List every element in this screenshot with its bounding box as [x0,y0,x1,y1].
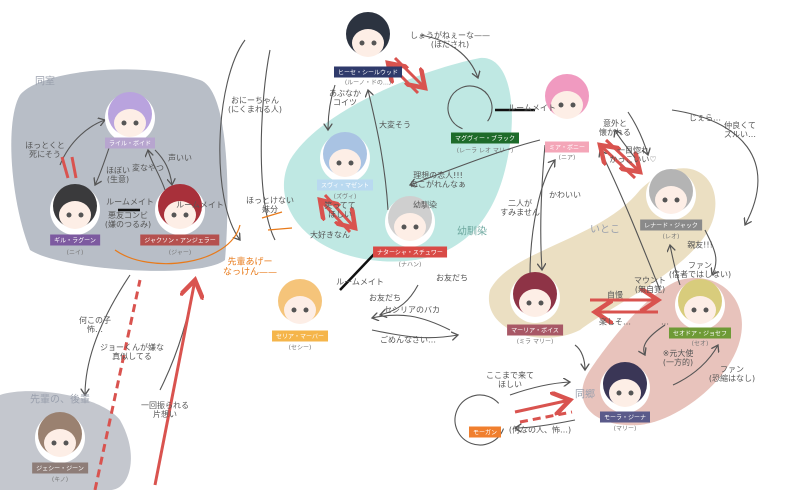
character-name-label: レナード・ジャック [640,219,702,231]
relation-annotation: 先輩あげー なっけん—— [222,257,278,278]
group-label: 同室 [35,76,55,88]
relation-annotation: ※元大使 (一方的) [662,348,694,367]
character-nickname: (ルーノ・ドの…) [344,79,392,87]
relation-annotation: 大好きなん [310,230,350,240]
character-nickname: (ニイ) [66,249,84,257]
character-nickname: (ニア) [558,154,576,162]
relation-annotation: マウント (無自覚) [634,275,666,294]
relation-annotation: ルームメイト [508,103,556,113]
character-portrait-glasses [50,184,100,235]
senpai-orange-lines [114,211,293,265]
relation-annotation: 悪友コンビ (嫌のつるみ) [104,210,152,229]
relation-annotation: 笑ってて ほしい [324,200,356,219]
relation-annotation: お友だち [436,273,468,283]
character-name-label: ヒーセ・シールウッド [333,66,403,78]
character-portrait-yellow [275,279,325,330]
character-name-label: ジェシー・ジーン [32,462,88,474]
relation-annotation: 自慢 [607,290,623,300]
character-portrait-silver [385,196,435,247]
mutual-arrows [60,56,658,490]
character-name-label: ナターシャ・スチュワー [373,246,447,258]
character-name-label: セオドア・ジョセフ [668,327,732,339]
character-nickname: (キノ) [51,476,69,484]
roommate-black-lines [118,108,535,291]
character-nickname: (レオ) [662,233,680,241]
character-nickname: (セシー) [288,344,312,352]
character-portrait-purple [105,92,155,143]
relation-annotation: 声いい [168,153,192,163]
character-portrait-maroon [510,272,560,323]
character-nickname: (ズヴィ) [333,193,357,201]
character-portrait-top [343,12,393,63]
relation-annotation: ルームメイト [336,277,384,287]
character-name-label: ライル・ボイド [104,137,156,149]
relation-annotation: 一回振られる 片想い [141,400,189,419]
relation-annotation: かわいい [549,190,581,200]
relation-annotation: じぇら… [689,113,721,123]
character-nickname: (マリー) [613,425,637,433]
relation-annotation: 幼馴染 [413,200,437,210]
character-nickname: (ミラ マリー) [516,338,554,346]
relation-annotation: しょうがねぇーな—— (ほだされ) [410,30,490,49]
relation-annotation: 親友!!! [687,240,713,250]
relation-annotation: ファン (信者ではしない) [668,260,732,279]
character-portrait-red [155,184,205,235]
relation-annotation: あぶなか コイツ [329,88,361,107]
group-label: 先輩の、後輩 [30,394,90,406]
relation-annotation: 二人が すみません [500,198,540,217]
relation-annotation: 意外と 懐かれる [599,118,631,137]
character-nickname: (セオ) [691,340,709,348]
character-portrait-blonde [675,279,725,330]
relation-annotation: 理想の恋人!!! あこがれんなぁ [410,170,466,189]
relation-annotation: 何この子 怖… [79,315,111,334]
character-name-label: スヴィ・マゼント [316,179,374,191]
relation-annotation: ごめんなさい… [380,335,436,345]
character-name-label: モーラ・ジーナ [599,411,651,423]
relation-annotation: 大変そう [379,120,411,130]
character-name-label: ギル・ラグーン [50,234,100,246]
character-portrait-grey [646,169,696,220]
relation-annotation: (何なの人、怖…) [508,425,572,435]
character-name-label: マグヴィー・ブラック [450,132,520,144]
relation-annotation: 楽しそ… [599,317,631,327]
character-name-label: ジャクソン・アンジェラー [140,234,220,246]
relation-annotation: … [661,317,669,327]
character-name-label: セリア・マーバー [272,330,328,342]
relation-annotation: 仲良くて ズルい… [724,120,756,139]
relation-annotation: 同郷 [575,389,595,401]
relation-annotation: ルームメイト [106,197,154,207]
character-portrait-navy [600,362,650,413]
relation-annotation: ほっとくと 死にそう [25,140,65,159]
relation-annotation: セシリアのバカ [384,305,440,315]
relation-annotation: ルームメイト [176,200,224,210]
relation-annotation: ジョーくんが嫌な 真似してる [100,342,164,361]
character-portrait-brown [35,412,85,463]
group-label: 幼馴染 [457,226,487,238]
relation-annotation: お友だち [369,293,401,303]
character-portrait-pink [542,74,592,125]
character-nickname: (ナハン) [398,261,422,269]
relation-annotation: 変なやつ [132,163,164,173]
character-portrait-blue [320,132,370,183]
character-name-label: モーガン [468,426,502,438]
relation-annotation: ほっとけない 妹分 [246,195,294,214]
character-nickname: (ジャー) [168,249,192,257]
relation-annotation: ファン (恐縮はなし) [708,364,756,383]
relation-annotation: 一目惚れ かっこいい♡ [609,145,657,164]
relation-annotation: ほぼい (生意) [106,165,130,184]
relation-annotation: ここまで来て ほしい [486,370,534,389]
character-nickname: (レーラ レオ マリー) [456,147,514,155]
character-name-label: マーリア・ボイス [507,324,563,336]
character-name-label: ミア・ボニー [544,141,590,153]
relation-annotation: いとこ [590,224,620,236]
relation-annotation: おにーちゃん (にくまれる人) [227,95,283,114]
